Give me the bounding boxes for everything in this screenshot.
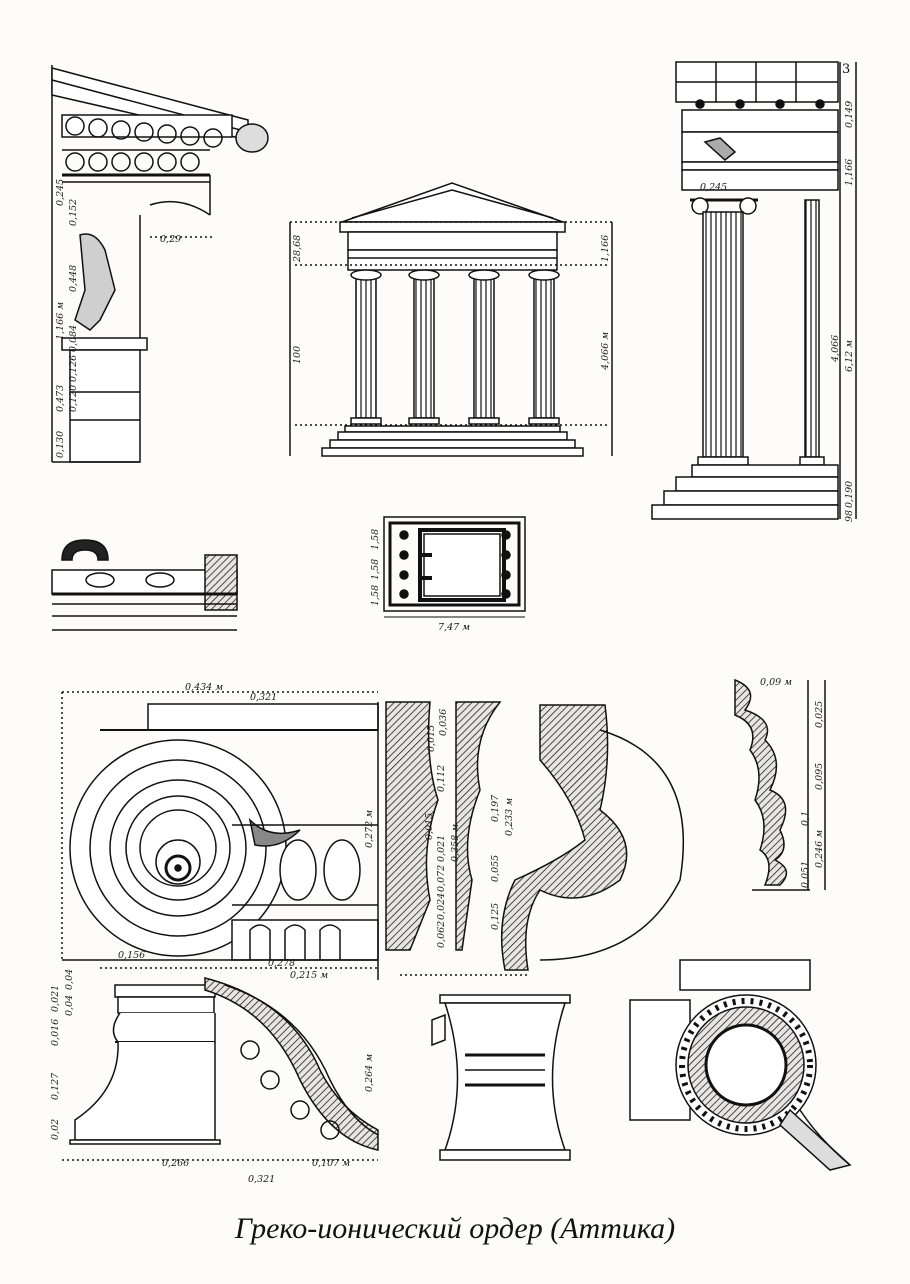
dim-label: 0,233 м <box>504 798 515 836</box>
dim-label: 0,245 <box>700 182 727 193</box>
dim-label: 0,072 <box>436 865 447 892</box>
entablature-dimensions: 0,245 0,152 0,29 0,448 1,166 м 0,473 0,1… <box>55 179 181 458</box>
dim-label: 0,02 <box>50 1119 61 1140</box>
capital-front-dimensions: 0,434 м 0,321 0,272 м 0,156 0,278 0,215 … <box>118 682 375 981</box>
dim-label: 0,055 <box>490 855 501 882</box>
column-elevation-dimensions: 0,149 1,166 0,245 4,066 6,12 м 0,190 98 <box>700 101 855 522</box>
dim-label: 0,246 м <box>814 830 825 868</box>
dim-label: 0,036 <box>438 709 449 736</box>
capital-section-dimensions: 0,036 0,015 0,112 0,015 0,021 0,358 м 0,… <box>424 709 515 948</box>
base-dimensions: 0,04 0,021 0,04 0,016 0,127 0,02 0,264 м… <box>50 969 375 1185</box>
dim-label: 0,095 <box>814 763 825 790</box>
molding-dimensions: 0,09 м 0,025 0,095 0,1 0,246 м 0,051 <box>760 677 825 888</box>
dim-label: 0,120 <box>68 385 79 412</box>
capital-side-view <box>431 994 571 1161</box>
dim-label: 0,127 <box>50 1072 61 1100</box>
plate-number: 3 <box>842 62 851 77</box>
dim-label: 0,278 <box>268 958 295 969</box>
dim-label: 0,434 м <box>185 682 223 693</box>
dim-label: 0,197 <box>490 794 501 822</box>
large-ionic-capital <box>690 197 758 215</box>
dim-label: 0,021 <box>436 835 447 862</box>
dim-label: 0,149 <box>844 101 855 128</box>
temple-front-dimensions: 28,68 1,166 100 4,066 м <box>292 235 611 371</box>
entablature-detail <box>51 65 269 463</box>
dim-label: 0,084 <box>68 325 79 352</box>
dim-label: 0,025 <box>814 701 825 728</box>
capital-egg-row <box>248 817 361 901</box>
dim-label: 0,130 <box>55 431 66 458</box>
dim-label: 0,473 <box>55 385 66 412</box>
dim-label: 0,062 <box>436 921 447 948</box>
cornice-section <box>51 539 238 631</box>
plan-dimensions: 1,58 1,58 1,58 7,47 м <box>370 529 470 633</box>
dim-label: 0,126 <box>68 355 79 382</box>
egg-and-dart-row <box>65 116 223 172</box>
temple-front-elevation <box>289 182 613 457</box>
dim-label: 0,107 м <box>312 1158 350 1169</box>
dim-label: 0,024 <box>436 893 447 920</box>
dim-label: 0,112 <box>436 765 447 792</box>
dim-label: 0,1 <box>800 811 811 826</box>
dim-label: 0,264 м <box>364 1054 375 1092</box>
dim-label: 0,156 <box>118 950 145 961</box>
column-elevation <box>651 61 857 520</box>
dim-label: 0,321 <box>248 1174 275 1185</box>
dim-label: 0,358 м <box>450 824 461 862</box>
dim-label: 0,09 м <box>760 677 792 688</box>
dim-label: 0,016 <box>50 1019 61 1046</box>
capital-front-elevation <box>61 691 379 961</box>
dim-label: 0,125 <box>490 903 501 930</box>
dim-label: 0,051 <box>800 861 811 888</box>
dim-label: 0,015 <box>426 725 437 752</box>
dim-label: 0,266 <box>162 1158 189 1169</box>
dim-label: 4,066 <box>830 335 841 363</box>
plate-caption: Греко-ионический ордер (Аттика) <box>234 1212 676 1245</box>
dim-label: 4,066 м <box>600 332 611 371</box>
capital-plan-view <box>629 959 852 1171</box>
dim-label: 1,166 <box>844 159 855 186</box>
dim-label: 0,29 <box>160 234 181 245</box>
molding-profile <box>734 678 826 891</box>
dim-label: 28,68 <box>292 235 303 263</box>
dim-label: 0,448 <box>68 265 79 292</box>
base-detail <box>62 967 379 1161</box>
dim-label: 1,166 м <box>55 302 66 340</box>
dim-label: 1,166 <box>600 235 611 262</box>
dim-label: 0,04 <box>64 969 75 990</box>
dim-label: 7,47 м <box>438 622 470 633</box>
dim-label: 0,04 <box>64 995 75 1016</box>
dim-label: 1,58 <box>370 585 381 606</box>
dim-label: 1,58 <box>370 529 381 550</box>
temple-plan <box>383 516 526 618</box>
dim-label: 0,245 <box>55 179 66 206</box>
dim-label: 100 <box>292 346 303 364</box>
dim-label: 6,12 м <box>844 340 855 372</box>
dim-label: 0,215 м <box>290 970 328 981</box>
dim-label: 1,58 <box>370 559 381 580</box>
dim-label: 0,321 <box>250 692 277 703</box>
dim-label: 0,190 <box>844 481 855 508</box>
dim-label: 0,021 <box>50 985 61 1012</box>
dim-label: 0,015 <box>424 813 435 840</box>
dim-label: 0,152 <box>68 199 79 226</box>
dim-label: 0,272 м <box>364 810 375 848</box>
dimension-labels: 0,245 0,152 0,29 0,448 1,166 м 0,473 0,1… <box>50 101 855 1185</box>
dim-label: 98 <box>844 510 855 522</box>
capital-section-hatched <box>377 701 684 980</box>
temple-columns <box>350 269 560 425</box>
